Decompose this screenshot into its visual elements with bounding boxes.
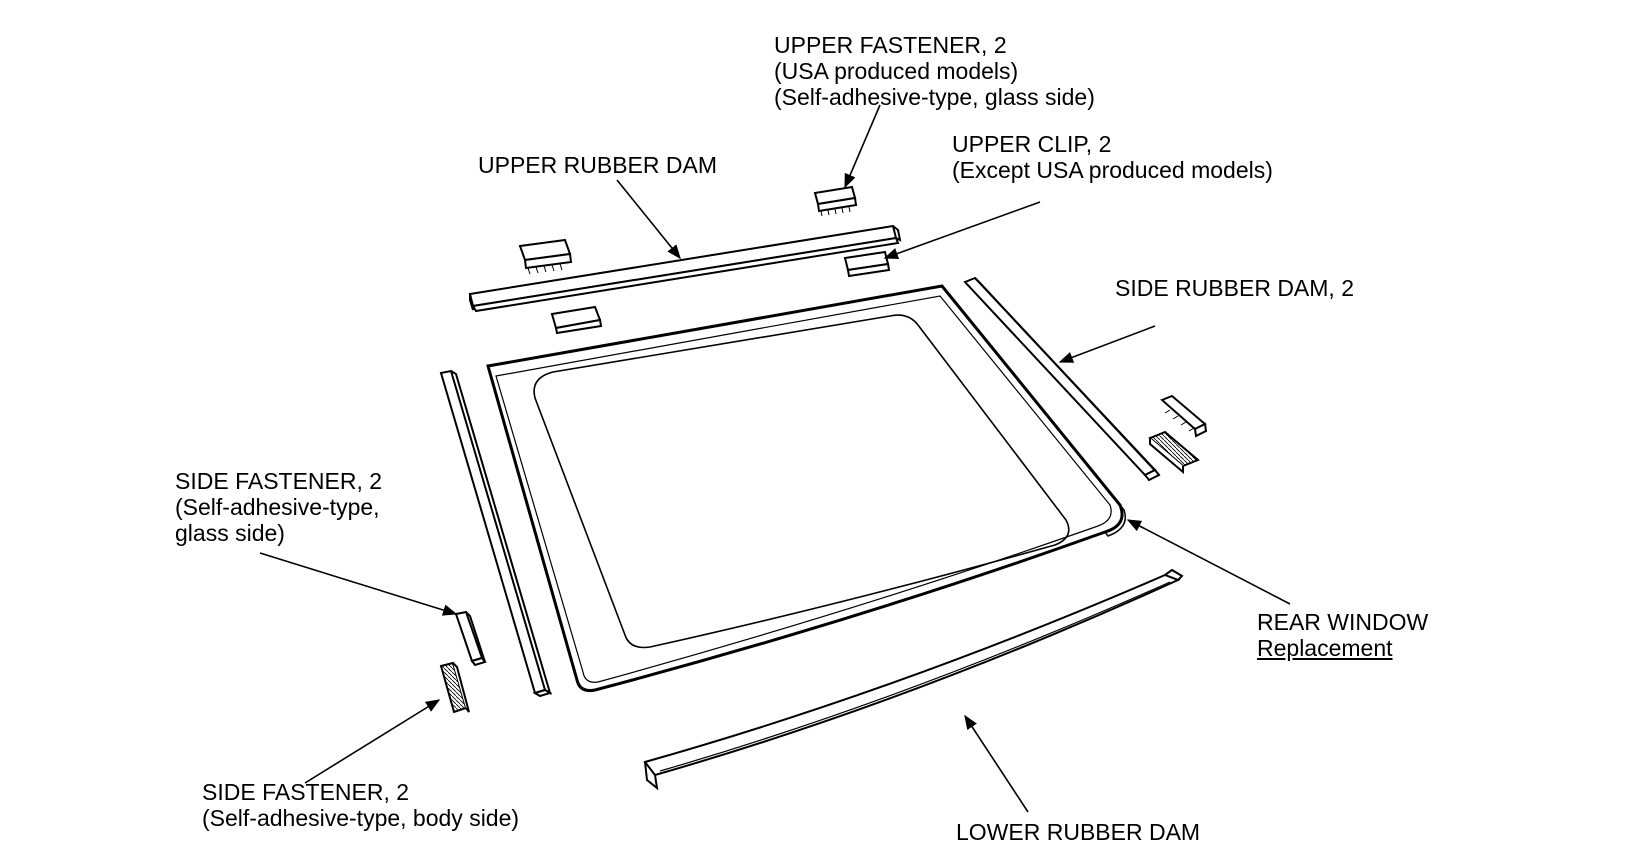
right-side-fastener-upper xyxy=(1160,394,1208,438)
leader-upper-clip xyxy=(883,201,1041,260)
left-side-rubber-dam xyxy=(439,369,553,698)
label-upper-clip-line1: UPPER CLIP, 2 xyxy=(952,131,1112,157)
label-upper-clip: UPPER CLIP, 2 (Except USA produced model… xyxy=(952,131,1273,183)
label-side-fastener-body: SIDE FASTENER, 2 (Self-adhesive-type, bo… xyxy=(202,779,519,831)
leader-upper-fastener xyxy=(844,104,881,189)
label-side-fastener-body-line2: (Self-adhesive-type, body side) xyxy=(202,805,520,831)
label-upper-rubber-dam-line1: UPPER RUBBER DAM xyxy=(478,152,717,178)
leader-rear-window xyxy=(1126,519,1291,605)
label-lower-rubber-dam-line1: LOWER RUBBER DAM xyxy=(956,819,1201,845)
label-upper-fastener-line3: (Self-adhesive-type, glass side) xyxy=(774,84,1095,110)
lower-rubber-dam xyxy=(643,568,1184,791)
upper-fastener-right xyxy=(813,185,858,217)
leader-lower-rubber-dam xyxy=(964,714,1029,813)
label-upper-rubber-dam: UPPER RUBBER DAM xyxy=(478,152,717,178)
left-side-fastener-glass xyxy=(454,610,487,667)
label-rear-window-replacement-link[interactable]: Replacement xyxy=(1257,635,1393,661)
right-side-rubber-dam xyxy=(963,276,1161,482)
label-upper-fastener: UPPER FASTENER, 2 (USA produced models) … xyxy=(774,32,1095,110)
upper-clip-right xyxy=(843,250,891,278)
label-rear-window: REAR WINDOW Replacement xyxy=(1257,609,1428,661)
label-side-rubber-dam: SIDE RUBBER DAM, 2 xyxy=(1115,275,1354,301)
leader-side-rubber-dam xyxy=(1058,325,1156,363)
upper-clip-left xyxy=(518,238,573,275)
label-side-fastener-glass-line1: SIDE FASTENER, 2 xyxy=(175,468,383,494)
label-rear-window-line1: REAR WINDOW xyxy=(1257,609,1429,635)
leader-side-fastener-glass xyxy=(259,552,458,616)
label-upper-fastener-line2: (USA produced models) xyxy=(774,58,1019,84)
upper-clip-left-lower xyxy=(550,305,603,335)
label-lower-rubber-dam: LOWER RUBBER DAM xyxy=(956,819,1200,845)
left-side-fastener-body xyxy=(439,661,470,714)
label-side-fastener-glass-line3: glass side) xyxy=(175,520,285,546)
rear-window-glass xyxy=(486,284,1126,692)
right-side-fastener-lower xyxy=(1148,430,1200,475)
upper-rubber-dam xyxy=(468,224,902,313)
label-side-fastener-glass: SIDE FASTENER, 2 (Self-adhesive-type, gl… xyxy=(175,468,382,546)
leader-upper-rubber-dam xyxy=(616,179,681,260)
leader-lines xyxy=(259,104,1291,813)
label-side-rubber-dam-line1: SIDE RUBBER DAM, 2 xyxy=(1115,275,1354,301)
label-upper-fastener-line1: UPPER FASTENER, 2 xyxy=(774,32,1007,58)
leader-side-fastener-body xyxy=(304,699,441,784)
label-side-fastener-body-line1: SIDE FASTENER, 2 xyxy=(202,779,410,805)
label-side-fastener-glass-line2: (Self-adhesive-type, xyxy=(175,494,380,520)
label-upper-clip-line2: (Except USA produced models) xyxy=(952,157,1273,183)
